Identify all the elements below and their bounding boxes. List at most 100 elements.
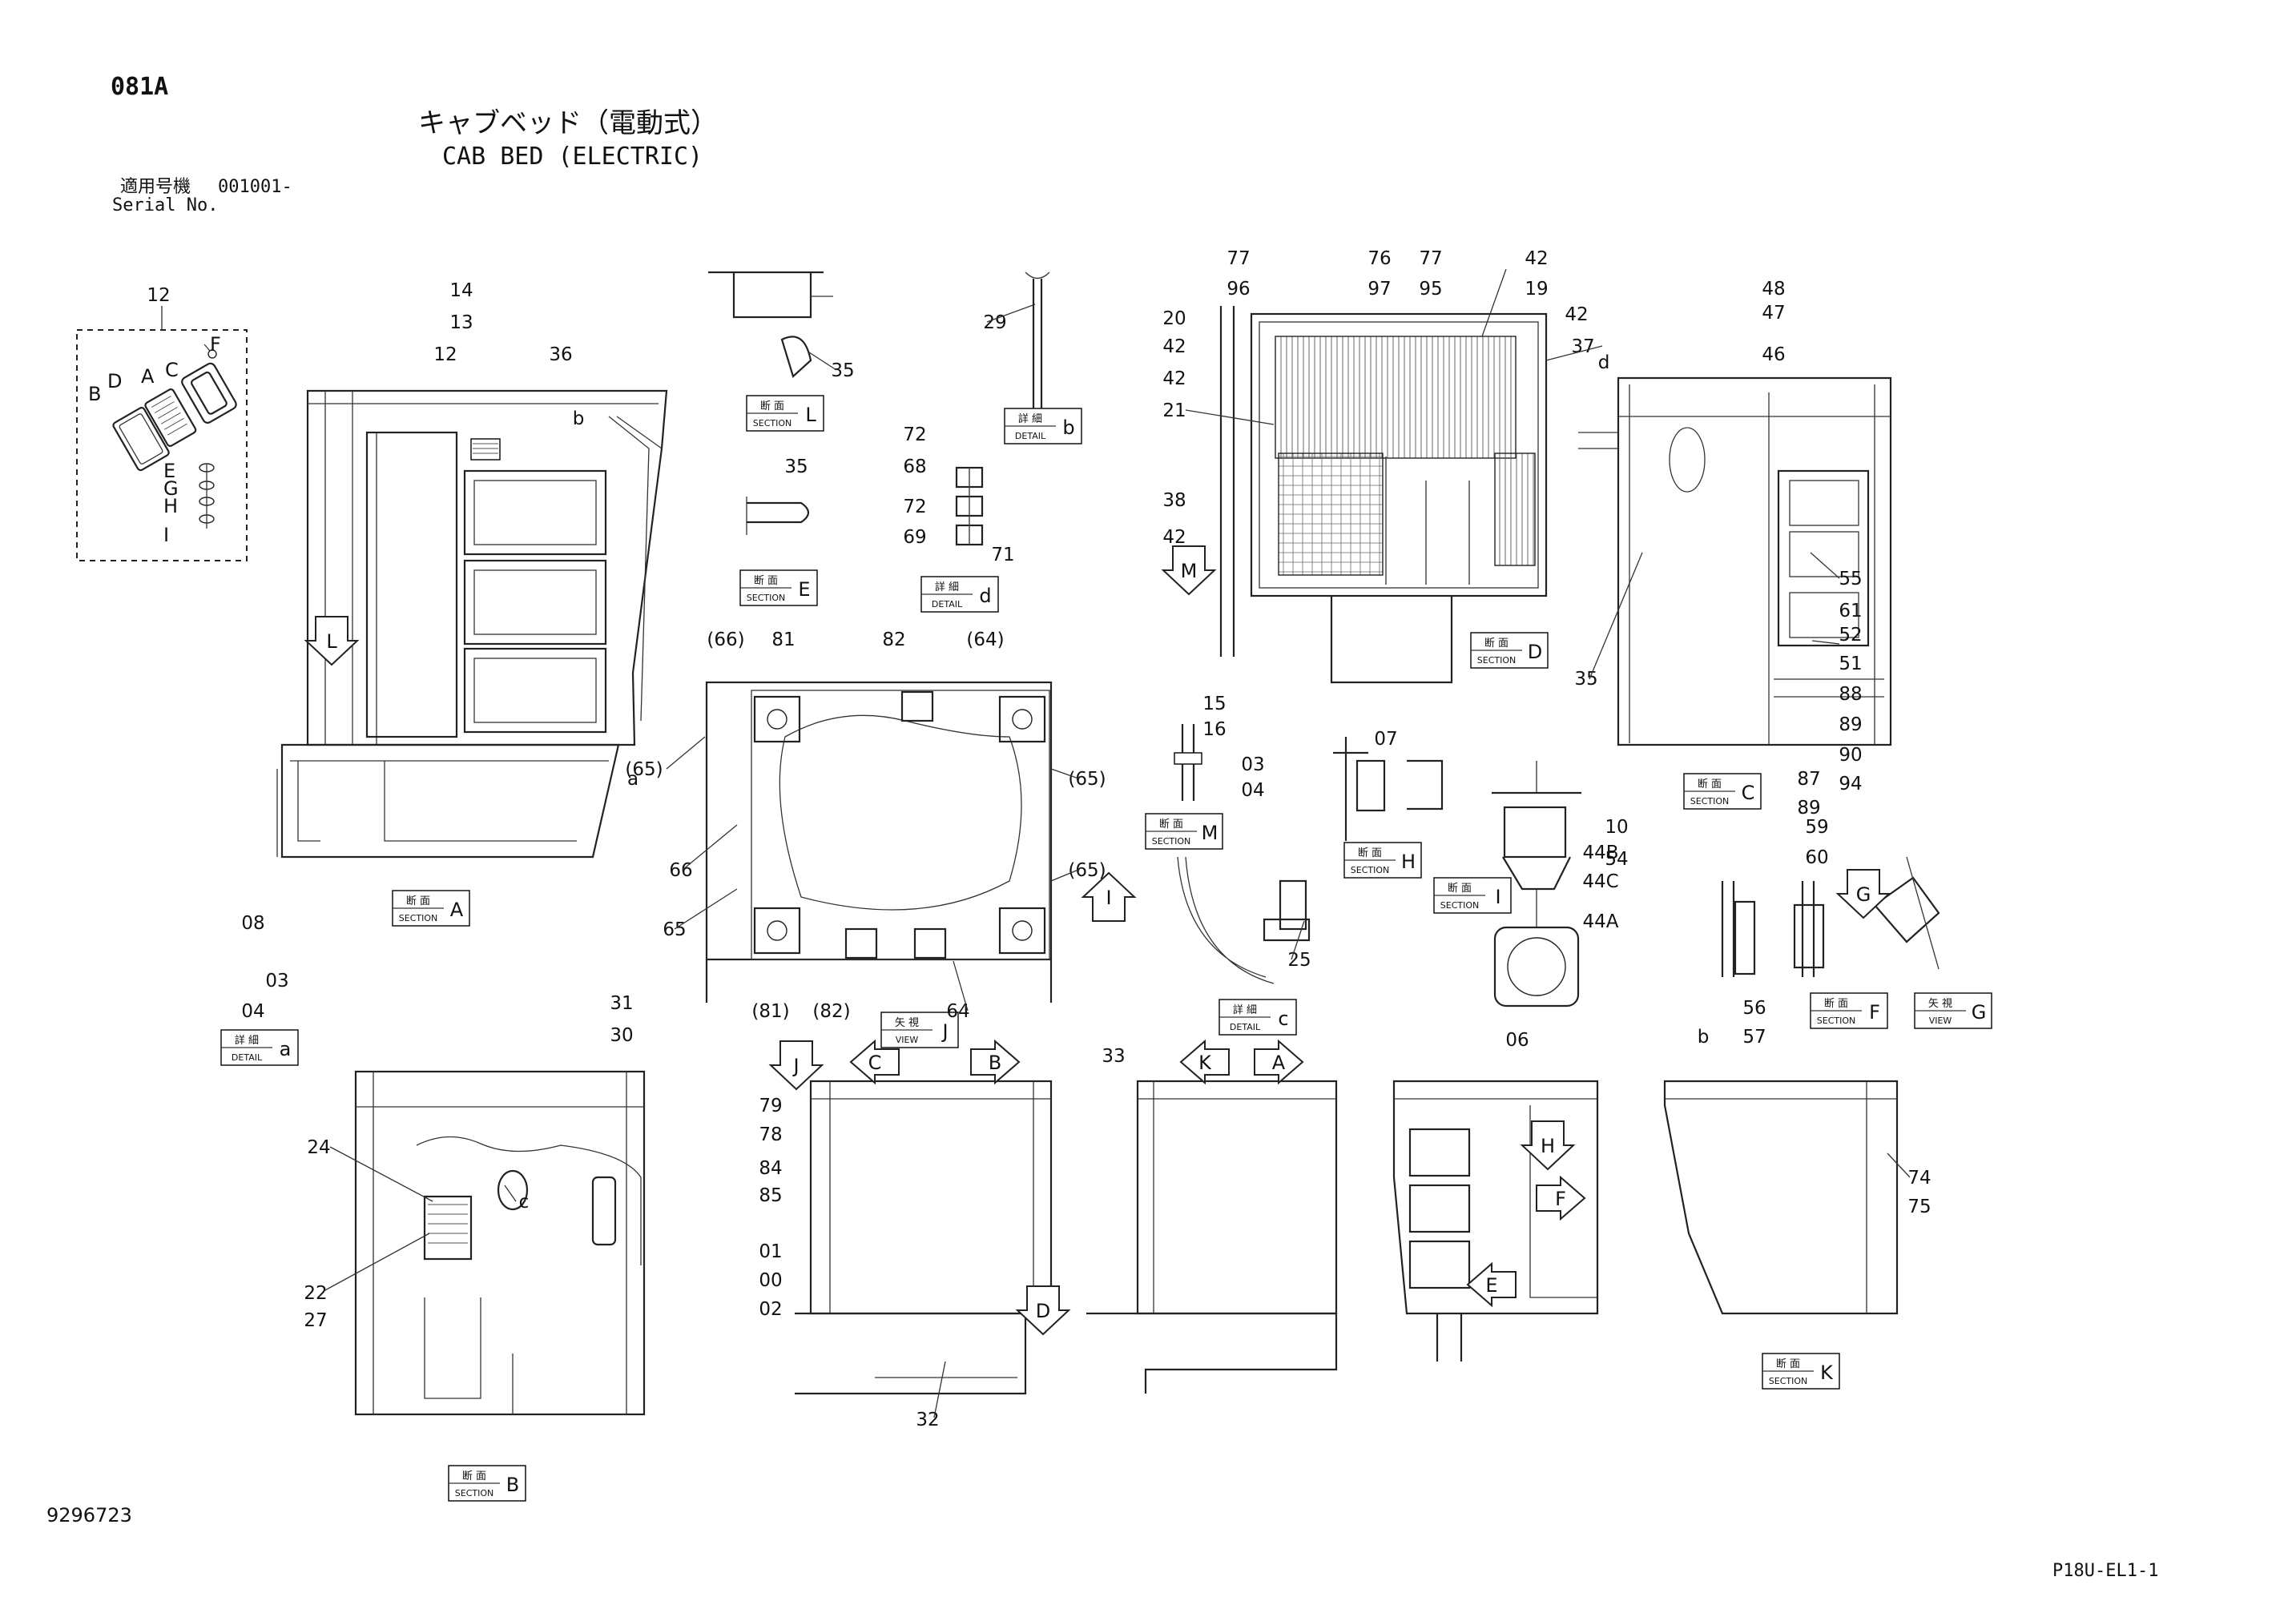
part-callout: 21 (1162, 400, 1186, 421)
part-callout: 57 (1742, 1027, 1766, 1048)
serial-label-english: Serial No. (112, 195, 218, 215)
view-arrow-shape (768, 1040, 824, 1091)
part-callout: 14 (449, 280, 473, 301)
tag-letter: B (506, 1474, 519, 1496)
leader-line (1050, 768, 1079, 779)
tag-label-japanese: 断 面 (406, 895, 430, 907)
view-arrow-letter: B (989, 1052, 1001, 1074)
small-details-top (708, 271, 1050, 546)
view-arrow: K (1179, 1039, 1230, 1085)
part-callout: 10 (1605, 817, 1628, 838)
view-arrow-shape (1536, 1175, 1586, 1221)
part-callout: 04 (1241, 780, 1264, 801)
part-callout: 78 (759, 1124, 782, 1145)
tag-label-english: SECTION (1817, 1016, 1855, 1026)
tag-label-japanese: 断 面 (760, 400, 784, 412)
part-callout: 27 (304, 1310, 327, 1331)
part-callout: 51 (1839, 654, 1862, 674)
part-callout: 72 (903, 497, 926, 517)
part-callout: 87 (1797, 769, 1820, 790)
part-callout: 30 (610, 1025, 633, 1046)
tag-letter: E (798, 578, 810, 601)
view-arrow: J (768, 1040, 824, 1091)
part-callout: 33 (1102, 1046, 1125, 1067)
tag-label-english: SECTION (753, 418, 792, 428)
tag-letter: G (1972, 1001, 1987, 1024)
part-callout: 77 (1227, 248, 1250, 269)
bottom-views-drawing (795, 1080, 1899, 1395)
view-arrow-letter: A (1272, 1052, 1286, 1074)
tag-letter: L (805, 404, 816, 426)
leader-line (933, 1361, 946, 1418)
part-callout: 03 (1241, 754, 1264, 775)
part-callout: 32 (916, 1410, 939, 1430)
tag-label-japanese: 断 面 (1824, 998, 1848, 1010)
view-arrow-shape (1520, 1120, 1576, 1171)
section-f-view-g-drawing (1721, 856, 1940, 977)
tag-label-japanese: 断 面 (754, 575, 778, 587)
leader-line (1050, 869, 1079, 882)
leader-line (953, 960, 969, 1012)
exploded-part-letter: C (165, 359, 179, 381)
part-callout: 36 (549, 344, 572, 365)
part-callout: 61 (1839, 601, 1862, 621)
tag-label-japanese: 断 面 (462, 1470, 486, 1482)
view-arrow: H (1520, 1120, 1576, 1171)
tag-letter: d (979, 585, 991, 607)
page-code: 081A (111, 73, 168, 101)
serial-number-value: 001001- (218, 177, 292, 197)
leader-line (666, 736, 706, 770)
tag-label-english: SECTION (455, 1488, 493, 1498)
serial-label-japanese: 適用号機 (120, 177, 191, 197)
tag-label-english: SECTION (1152, 836, 1190, 847)
part-callout: 89 (1797, 798, 1820, 819)
part-callout: a (627, 769, 638, 790)
part-callout: 03 (265, 971, 288, 992)
tag-letter: D (1528, 641, 1542, 663)
leader-line (682, 824, 738, 871)
part-callout: 24 (307, 1137, 330, 1158)
view-arrow-letter: M (1181, 560, 1198, 582)
sheet-footer: 9296723 P18U-EL1-1 (46, 1504, 2158, 1581)
part-callout: 66 (669, 860, 692, 881)
part-callout: 19 (1525, 279, 1548, 300)
tag-letter: I (1495, 886, 1500, 908)
part-callout: 16 (1202, 719, 1226, 740)
section-m-h-i-drawing (1174, 724, 1581, 1008)
part-callout: 12 (433, 344, 457, 365)
section-c-drawing (1578, 376, 1892, 746)
tag-label-english: SECTION (1769, 1376, 1807, 1386)
view-arrow-shape (1254, 1039, 1304, 1085)
part-callout: 84 (759, 1158, 782, 1179)
part-callout: 07 (1374, 729, 1397, 750)
tag-label-english: VIEW (1929, 1016, 1952, 1026)
section-tag: 断 面 SECTION L (746, 395, 824, 432)
tag-label-english: SECTION (399, 913, 437, 923)
part-callout: 42 (1162, 336, 1186, 357)
tag-letter: c (1278, 1008, 1288, 1030)
part-callout: 56 (1742, 998, 1766, 1019)
tag-label-english: DETAIL (1230, 1022, 1261, 1032)
part-callout: (65) (1068, 769, 1106, 790)
leader-line (808, 352, 837, 371)
exploded-part-letter: A (141, 365, 155, 388)
tag-label-japanese: 矢 視 (1928, 998, 1952, 1010)
part-callout: 68 (903, 457, 926, 477)
part-callout: 25 (1287, 950, 1311, 971)
part-callout: 13 (449, 312, 473, 333)
tag-letter: C (1742, 782, 1755, 804)
tag-label-english: SECTION (747, 593, 785, 603)
tag-label-japanese: 詳 細 (935, 581, 959, 593)
tag-label-japanese: 詳 細 (1233, 1004, 1257, 1016)
section-b-drawing (354, 1070, 646, 1416)
view-arrow: I (1081, 871, 1137, 922)
sheet-header: 081A キャブベッド（電動式） CAB BED (ELECTRIC) 適用号機… (111, 73, 718, 215)
